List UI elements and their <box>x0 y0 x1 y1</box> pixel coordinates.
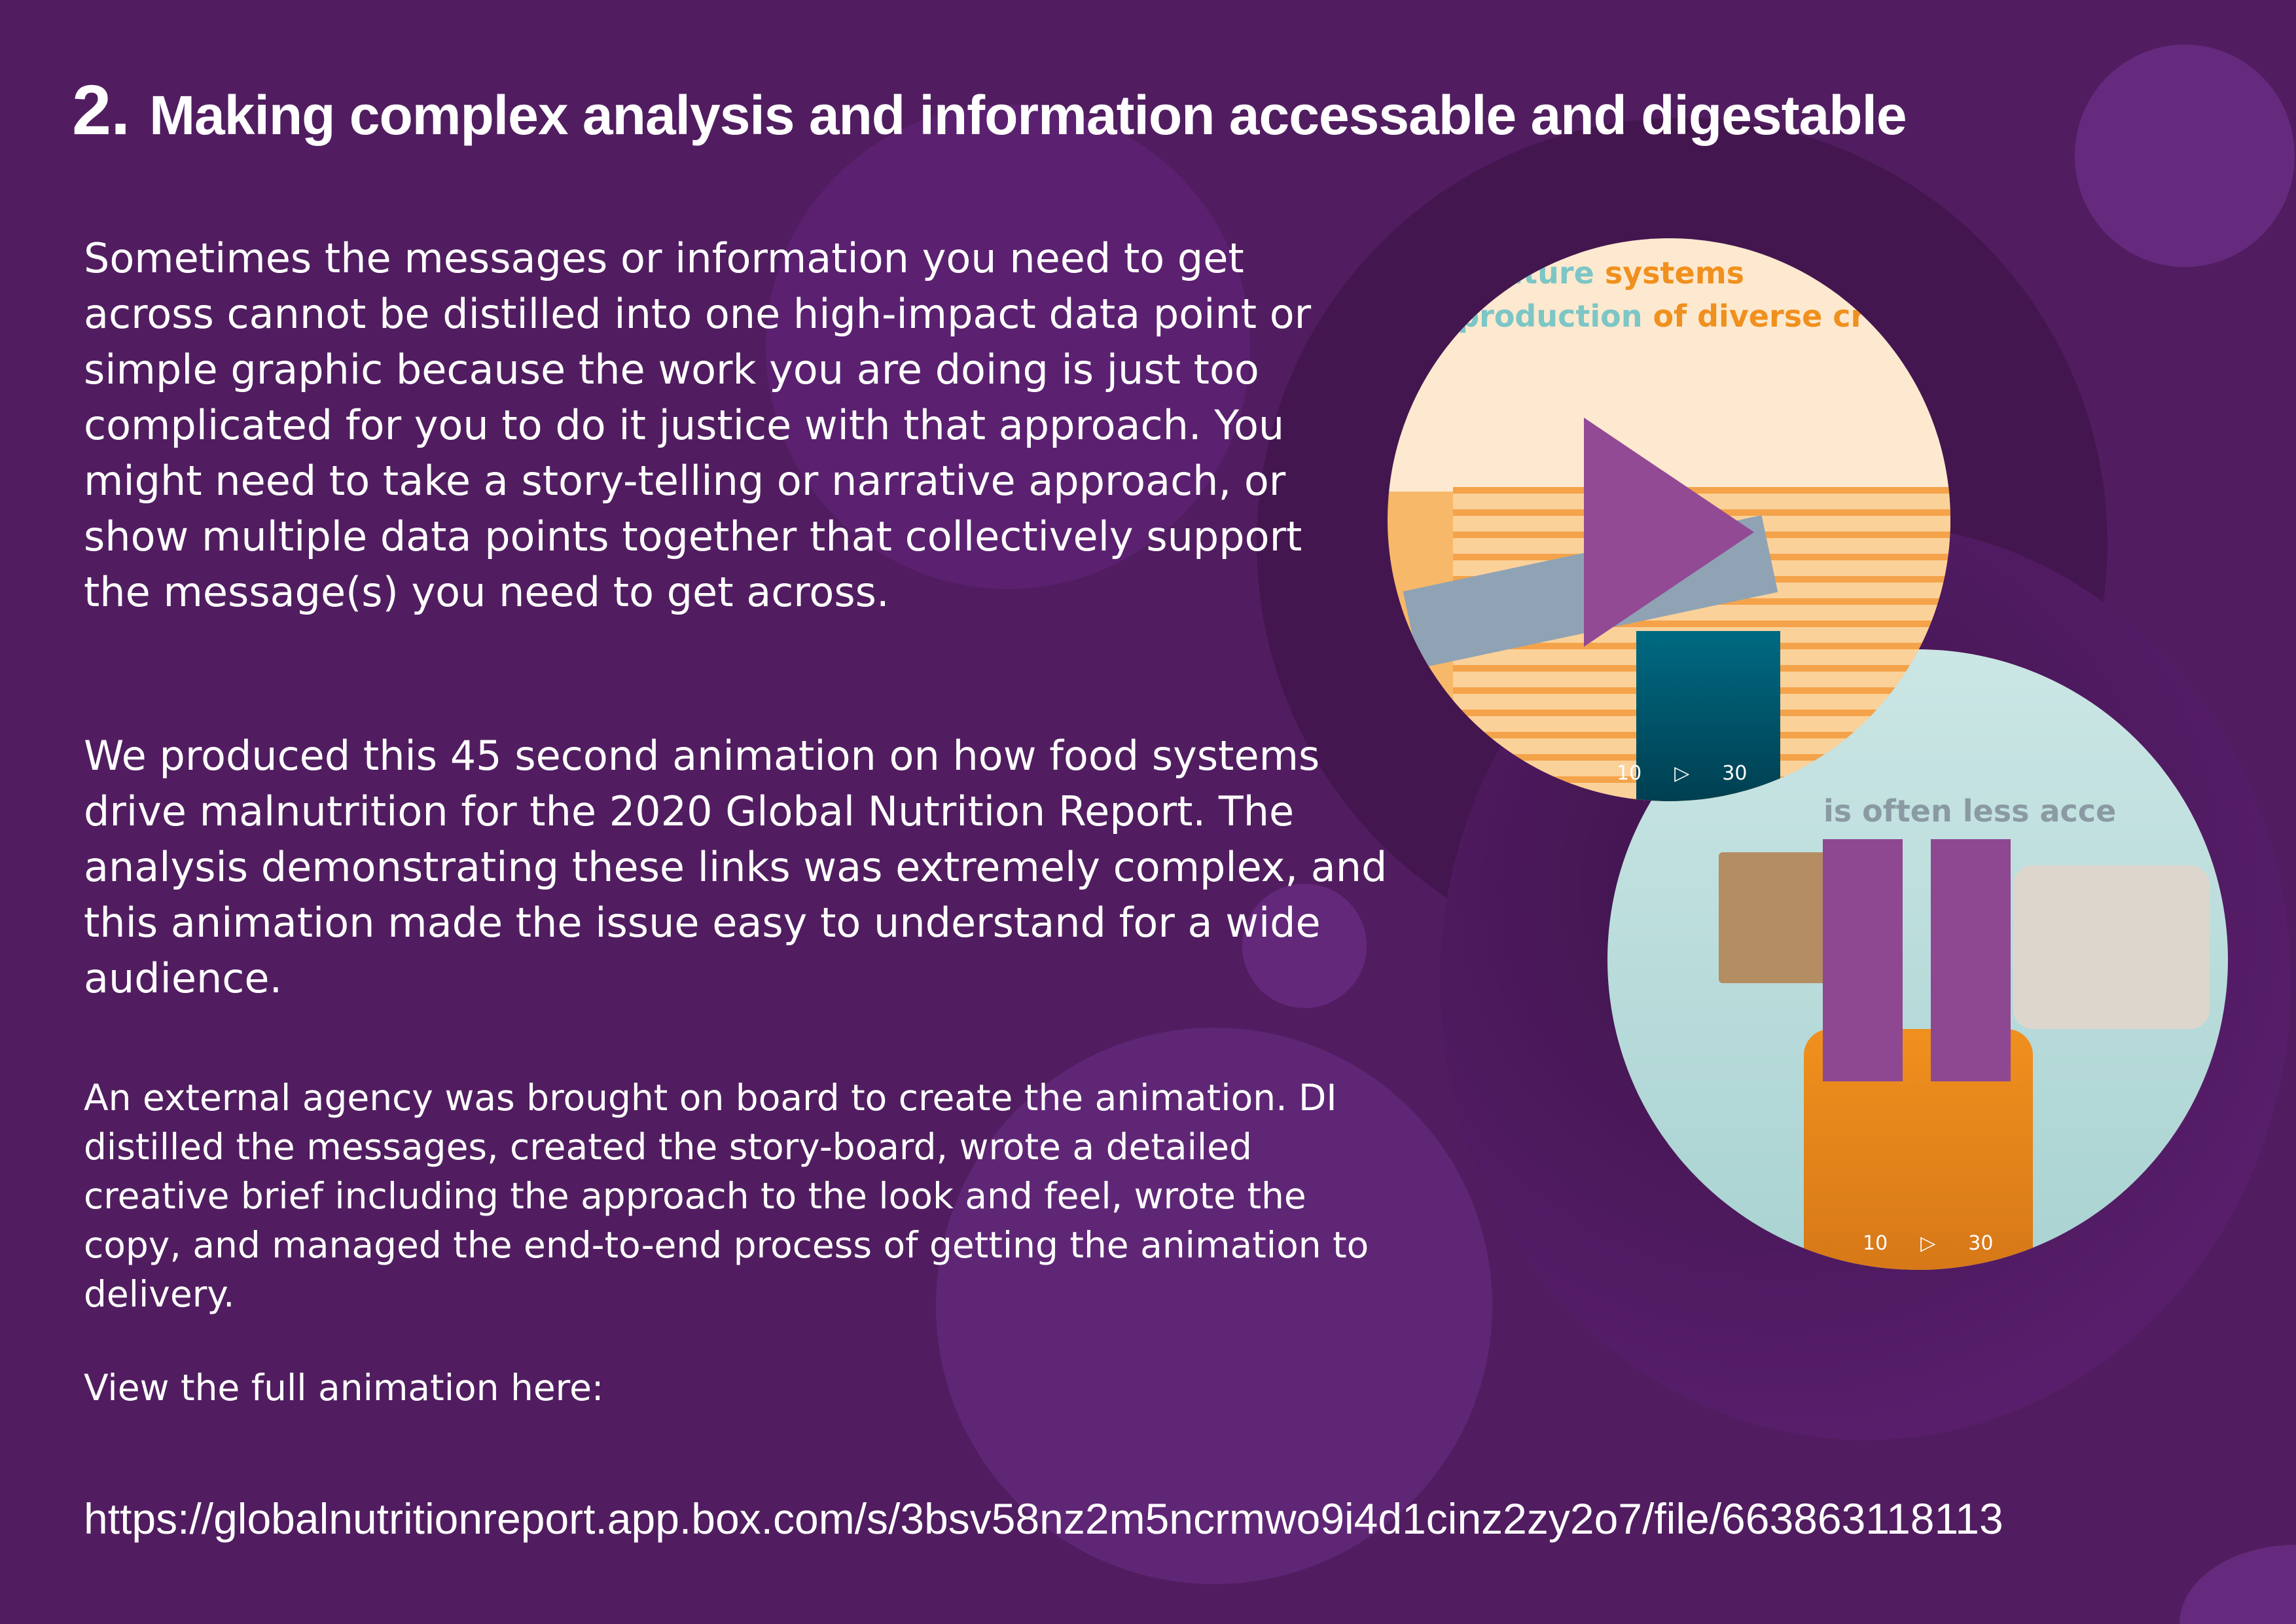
packaged-food-image <box>2013 865 2210 1029</box>
pause-icon[interactable] <box>1931 839 2011 1081</box>
view-label: View the full animation here: <box>84 1367 604 1409</box>
rewind-button[interactable]: 10 <box>1863 1232 1888 1255</box>
video-caption: griculture systems e production of diver… <box>1427 255 1866 334</box>
rewind-button[interactable]: 10 <box>1617 762 1642 785</box>
bg-circle <box>2075 45 2295 267</box>
forward-button[interactable]: 30 <box>1968 1232 1994 1255</box>
play-icon[interactable] <box>1584 418 1754 647</box>
bg-circle <box>1242 884 1367 1008</box>
page-title: 2.Making complex analysis and informatio… <box>72 70 1907 149</box>
grocery-bag-image <box>1719 852 1837 983</box>
intro-paragraph: Sometimes the messages or information yo… <box>84 234 1312 616</box>
forward-button[interactable]: 30 <box>1722 762 1748 785</box>
pause-icon[interactable] <box>1823 839 1903 1081</box>
agency-paragraph: An external agency was brought on board … <box>84 1077 1369 1315</box>
video-controls: 10 ▷ 30 <box>1863 1232 1993 1255</box>
bg-circle <box>766 105 1250 589</box>
bg-circle <box>2179 1545 2296 1624</box>
play-icon[interactable]: ▷ <box>1674 762 1690 785</box>
farmer-body-illustration <box>1636 631 1780 801</box>
animation-link[interactable]: https://globalnutritionreport.app.box.co… <box>84 1494 2003 1543</box>
play-icon[interactable]: ▷ <box>1920 1232 1936 1255</box>
animation-paragraph: We produced this 45 second animation on … <box>84 732 1388 1002</box>
video-controls: 10 ▷ 30 <box>1617 762 1747 785</box>
bg-circle <box>936 1028 1492 1584</box>
